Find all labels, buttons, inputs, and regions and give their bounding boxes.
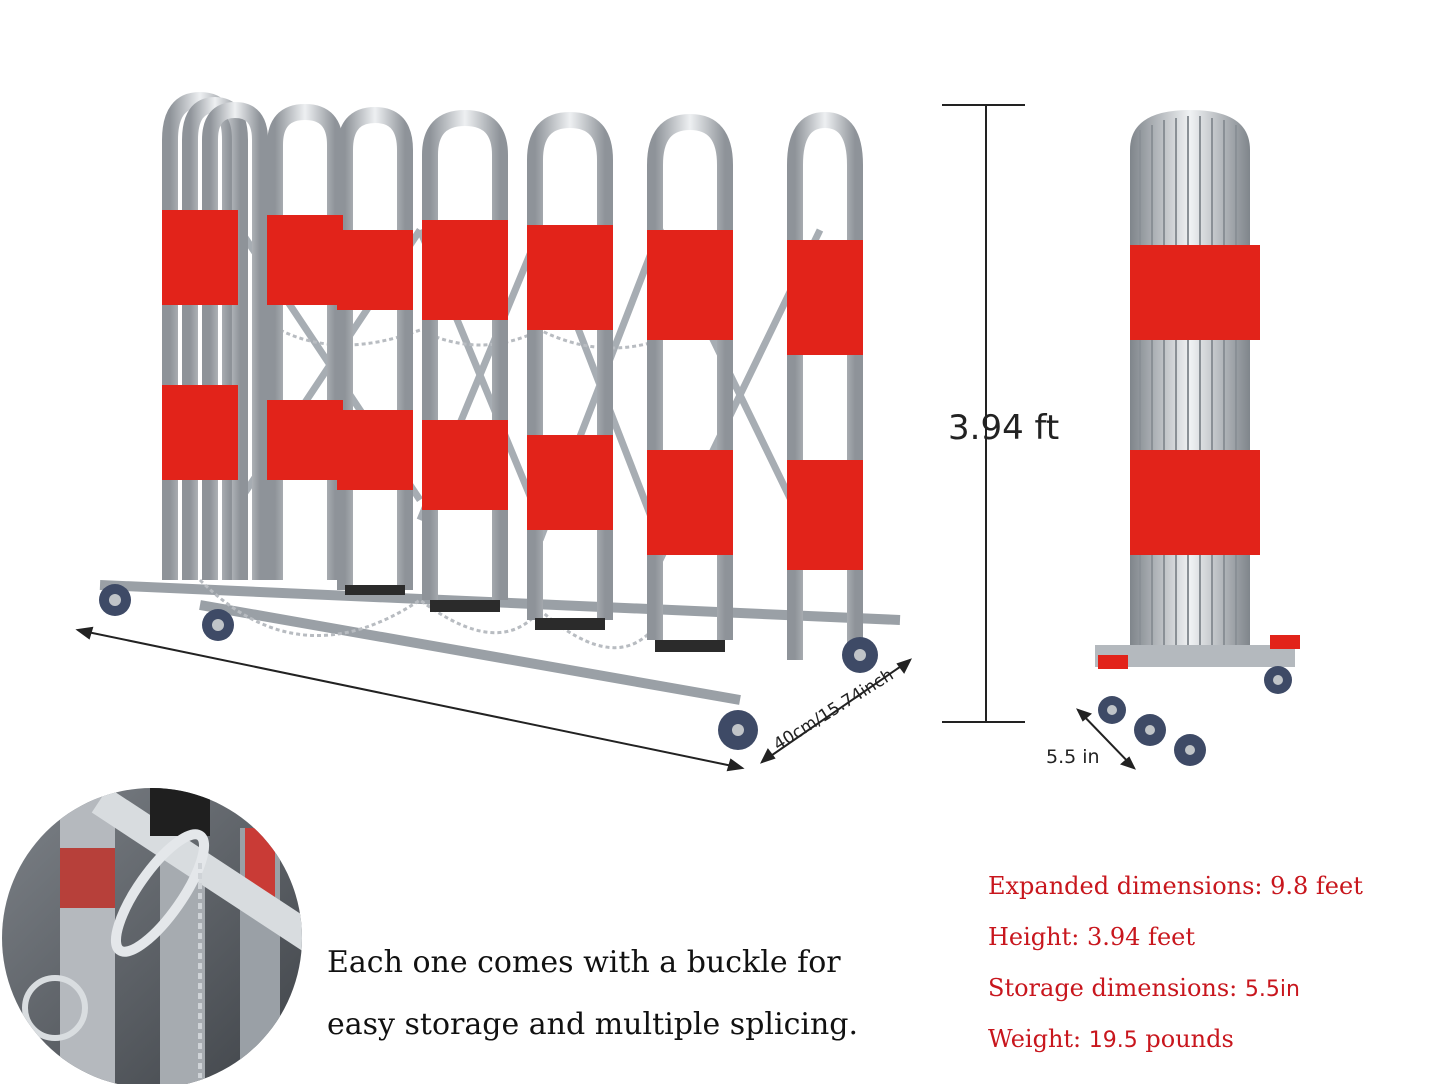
collapsed-barrier-image bbox=[1076, 110, 1300, 770]
buckle-closeup-image bbox=[2, 788, 302, 1084]
spec-storage: Storage dimensions: 5.5in bbox=[988, 974, 1363, 1025]
caption-line-1: Each one comes with a buckle for bbox=[327, 945, 841, 980]
expanded-barrier-image bbox=[75, 91, 1000, 772]
spec-weight-unit: pounds bbox=[1137, 1025, 1234, 1053]
spec-expanded: Expanded dimensions: 9.8 feet bbox=[988, 872, 1363, 900]
spec-storage-value: 5.5in bbox=[1244, 977, 1300, 1002]
spec-weight: Weight: 19.5 pounds bbox=[988, 1025, 1363, 1076]
spec-weight-label: Weight: bbox=[988, 1025, 1089, 1053]
caption-line-2: easy storage and multiple splicing. bbox=[327, 1007, 859, 1042]
spec-height: Height: 3.94 feet bbox=[988, 923, 1195, 951]
height-dimension-line bbox=[942, 104, 1025, 723]
spec-storage-label: Storage dimensions: bbox=[988, 974, 1245, 1002]
height-dimension-label: 3.94 ft bbox=[948, 408, 1060, 448]
spec-weight-value: 19.5 bbox=[1088, 1028, 1138, 1053]
buckle-caption: Each one comes with a buckle for easy st… bbox=[327, 932, 887, 1056]
specs-list: Expanded dimensions: 9.8 feet Height: 3.… bbox=[988, 872, 1363, 1076]
storage-dimension-label: 5.5 in bbox=[1046, 746, 1100, 768]
